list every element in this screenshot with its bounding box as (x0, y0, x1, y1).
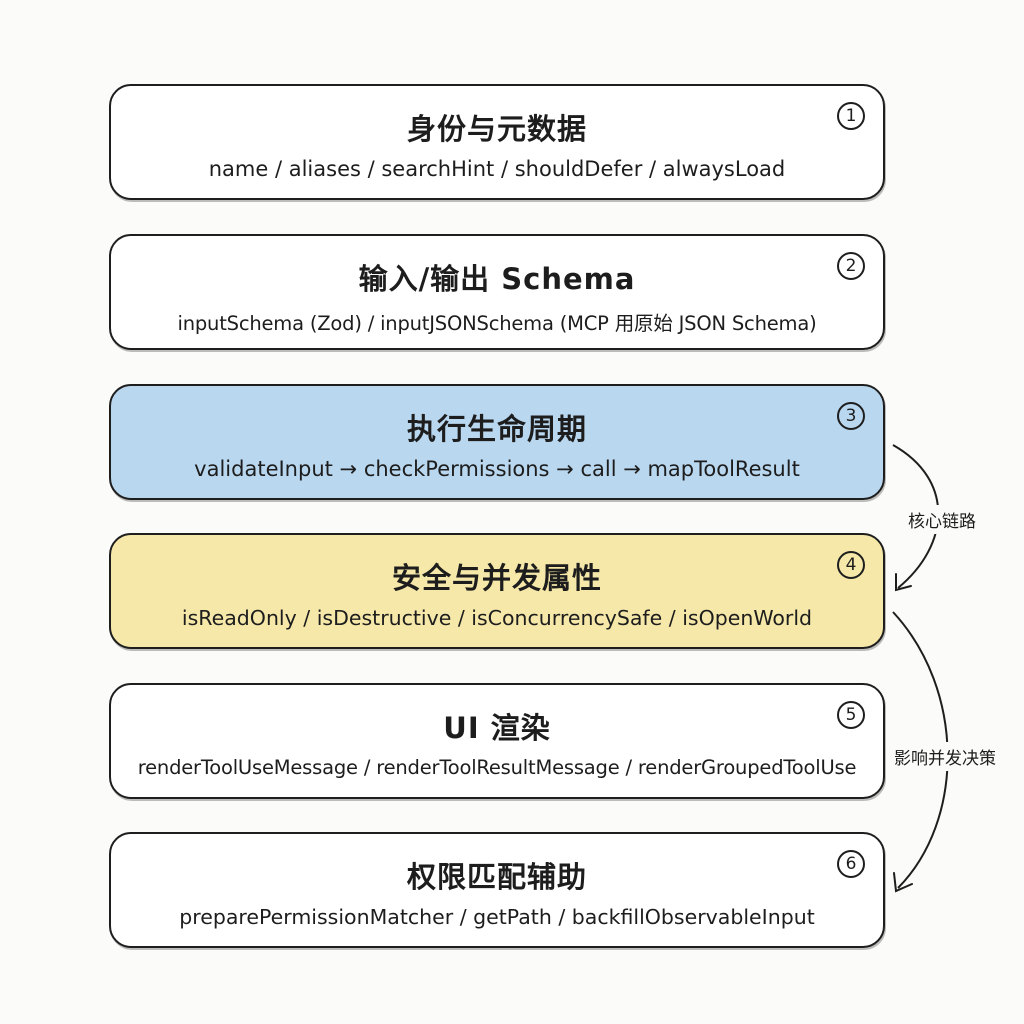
card-fields: name / aliases / searchHint / shouldDefe… (208, 157, 786, 181)
card-title: 执行生命周期 (406, 412, 587, 446)
card-ui-rendering: UI 渲染 renderToolUseMessage / renderToolR… (109, 683, 885, 799)
card-identity-metadata: 身份与元数据 name / aliases / searchHint / sho… (109, 84, 885, 200)
step-number-badge: 4 (837, 551, 865, 579)
card-fields: isReadOnly / isDestructive / isConcurren… (181, 606, 813, 630)
card-fields: inputSchema (Zod) / inputJSONSchema (MCP… (177, 312, 817, 335)
arrow-concurrency-decision-head (893, 872, 913, 893)
step-number-badge: 3 (837, 402, 865, 430)
card-title: UI 渲染 (443, 711, 551, 745)
card-fields: validateInput → checkPermissions → call … (194, 457, 800, 481)
card-io-schema: 输入/输出 Schema inputSchema (Zod) / inputJS… (109, 234, 885, 350)
step-number-badge: 5 (837, 701, 865, 729)
connector-label-concurrency-decision: 影响并发决策 (891, 742, 999, 771)
card-fields: renderToolUseMessage / renderToolResultM… (137, 756, 857, 779)
card-fields: preparePermissionMatcher / getPath / bac… (179, 905, 815, 929)
card-safety-concurrency: 安全与并发属性 isReadOnly / isDestructive / isC… (109, 533, 885, 649)
arrow-core-chain-head (895, 573, 912, 592)
card-title: 权限匹配辅助 (406, 860, 587, 894)
card-execution-lifecycle: 执行生命周期 validateInput → checkPermissions … (109, 384, 885, 500)
card-title: 安全与并发属性 (391, 561, 602, 595)
card-title: 身份与元数据 (406, 112, 587, 146)
card-permission-matching: 权限匹配辅助 preparePermissionMatcher / getPat… (109, 832, 885, 948)
connector-label-core-chain: 核心链路 (905, 505, 979, 534)
step-number-badge: 1 (837, 102, 865, 130)
step-number-badge: 6 (837, 850, 865, 878)
card-title: 输入/输出 Schema (358, 262, 636, 296)
step-number-badge: 2 (837, 252, 865, 280)
